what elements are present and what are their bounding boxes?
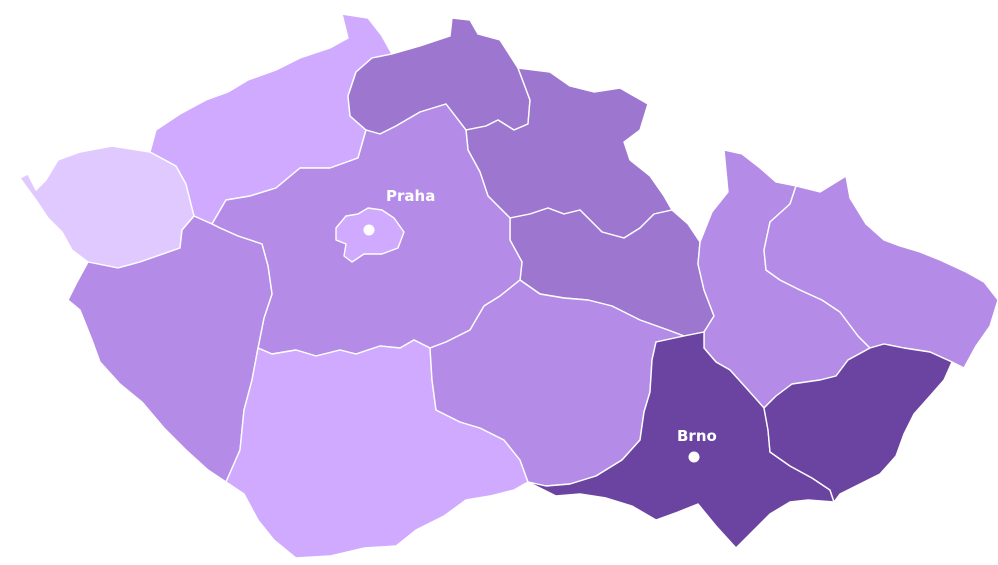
praha-dot-icon (363, 224, 375, 236)
brno-label: Brno (677, 427, 717, 445)
brno-dot-icon (688, 451, 700, 463)
region-zlinsky[interactable] (763, 343, 953, 503)
region-jihocesky[interactable] (225, 339, 529, 559)
praha-label: Praha (386, 187, 435, 205)
city-marker-brno: Brno (677, 427, 717, 463)
region-karlovarsky[interactable] (19, 145, 195, 269)
region-jihomoravsky[interactable] (527, 331, 835, 549)
region-moravskoslezsky[interactable] (763, 175, 998, 369)
city-marker-praha: Praha (363, 187, 435, 236)
